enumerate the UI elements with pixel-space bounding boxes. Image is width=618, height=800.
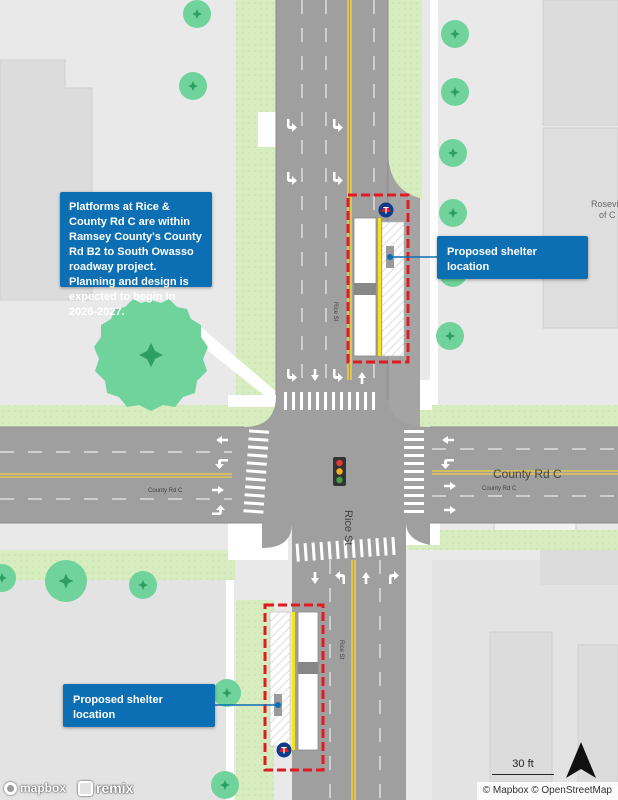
crosswalk-north xyxy=(284,392,375,410)
crosswalk-west xyxy=(243,429,270,514)
street-label-county-rd-c-east: County Rd C xyxy=(482,486,517,492)
project-note-callout: Platforms at Rice & County Rd C are with… xyxy=(60,192,212,318)
street-label-rice-st: Rice St xyxy=(342,510,354,545)
street-labels: County Rd C County Rd C County Rd C Rice… xyxy=(148,199,618,660)
scale-label: 30 ft xyxy=(512,758,534,770)
south-platform[interactable]: T xyxy=(263,603,325,772)
trees xyxy=(0,0,469,799)
crosswalks xyxy=(243,392,424,562)
svg-text:T: T xyxy=(281,746,287,756)
traffic-signal-icon xyxy=(333,457,346,486)
leader-dot-north xyxy=(387,254,393,260)
tree-icon xyxy=(439,139,467,167)
map-attribution[interactable]: © Mapbox © OpenStreetMap xyxy=(476,782,618,800)
tree-icon xyxy=(213,679,241,707)
mapbox-logo-text: mapbox xyxy=(20,781,67,795)
north-arrow-icon xyxy=(566,742,596,778)
platform-outline xyxy=(263,603,325,772)
remix-logo-icon xyxy=(78,780,93,796)
tree-icon xyxy=(129,571,157,599)
mapbox-logo[interactable]: mapbox xyxy=(4,781,66,795)
poi-label: of C xyxy=(599,210,616,220)
tree-icon xyxy=(45,560,87,602)
platform-outline xyxy=(346,193,410,364)
tree-icon xyxy=(211,771,239,799)
tree-icon xyxy=(441,20,469,48)
svg-text:T: T xyxy=(383,206,389,216)
transit-t-icon: T xyxy=(378,202,394,218)
remix-logo[interactable]: remix xyxy=(78,780,133,796)
tree-icon xyxy=(94,299,208,411)
transit-t-icon: T xyxy=(276,742,292,758)
street-label-county-rd-c-west: County Rd C xyxy=(148,488,183,494)
north-platform[interactable]: T xyxy=(346,193,410,364)
poi-label: Rosevi xyxy=(591,199,618,209)
crosswalk-east xyxy=(404,430,424,513)
remix-logo-text: remix xyxy=(96,780,134,796)
tree-icon xyxy=(179,72,207,100)
tree-icon xyxy=(441,78,469,106)
south-shelter-callout[interactable]: Proposed shelter location xyxy=(63,684,215,727)
mapbox-logo-icon xyxy=(4,781,17,795)
street-label-rice-st-north: Rice St xyxy=(332,302,338,322)
street-label-rice-st-south: Rice St xyxy=(338,640,344,660)
north-shelter-callout[interactable]: Proposed shelter location xyxy=(437,236,588,279)
crosswalk-south xyxy=(295,536,396,562)
tree-icon xyxy=(439,199,467,227)
leader-dot-south xyxy=(275,702,281,708)
tree-icon xyxy=(436,322,464,350)
street-label-county-rd-c: County Rd C xyxy=(493,467,562,481)
tree-icon xyxy=(183,0,211,28)
scale-bar: 30 ft xyxy=(492,758,554,775)
